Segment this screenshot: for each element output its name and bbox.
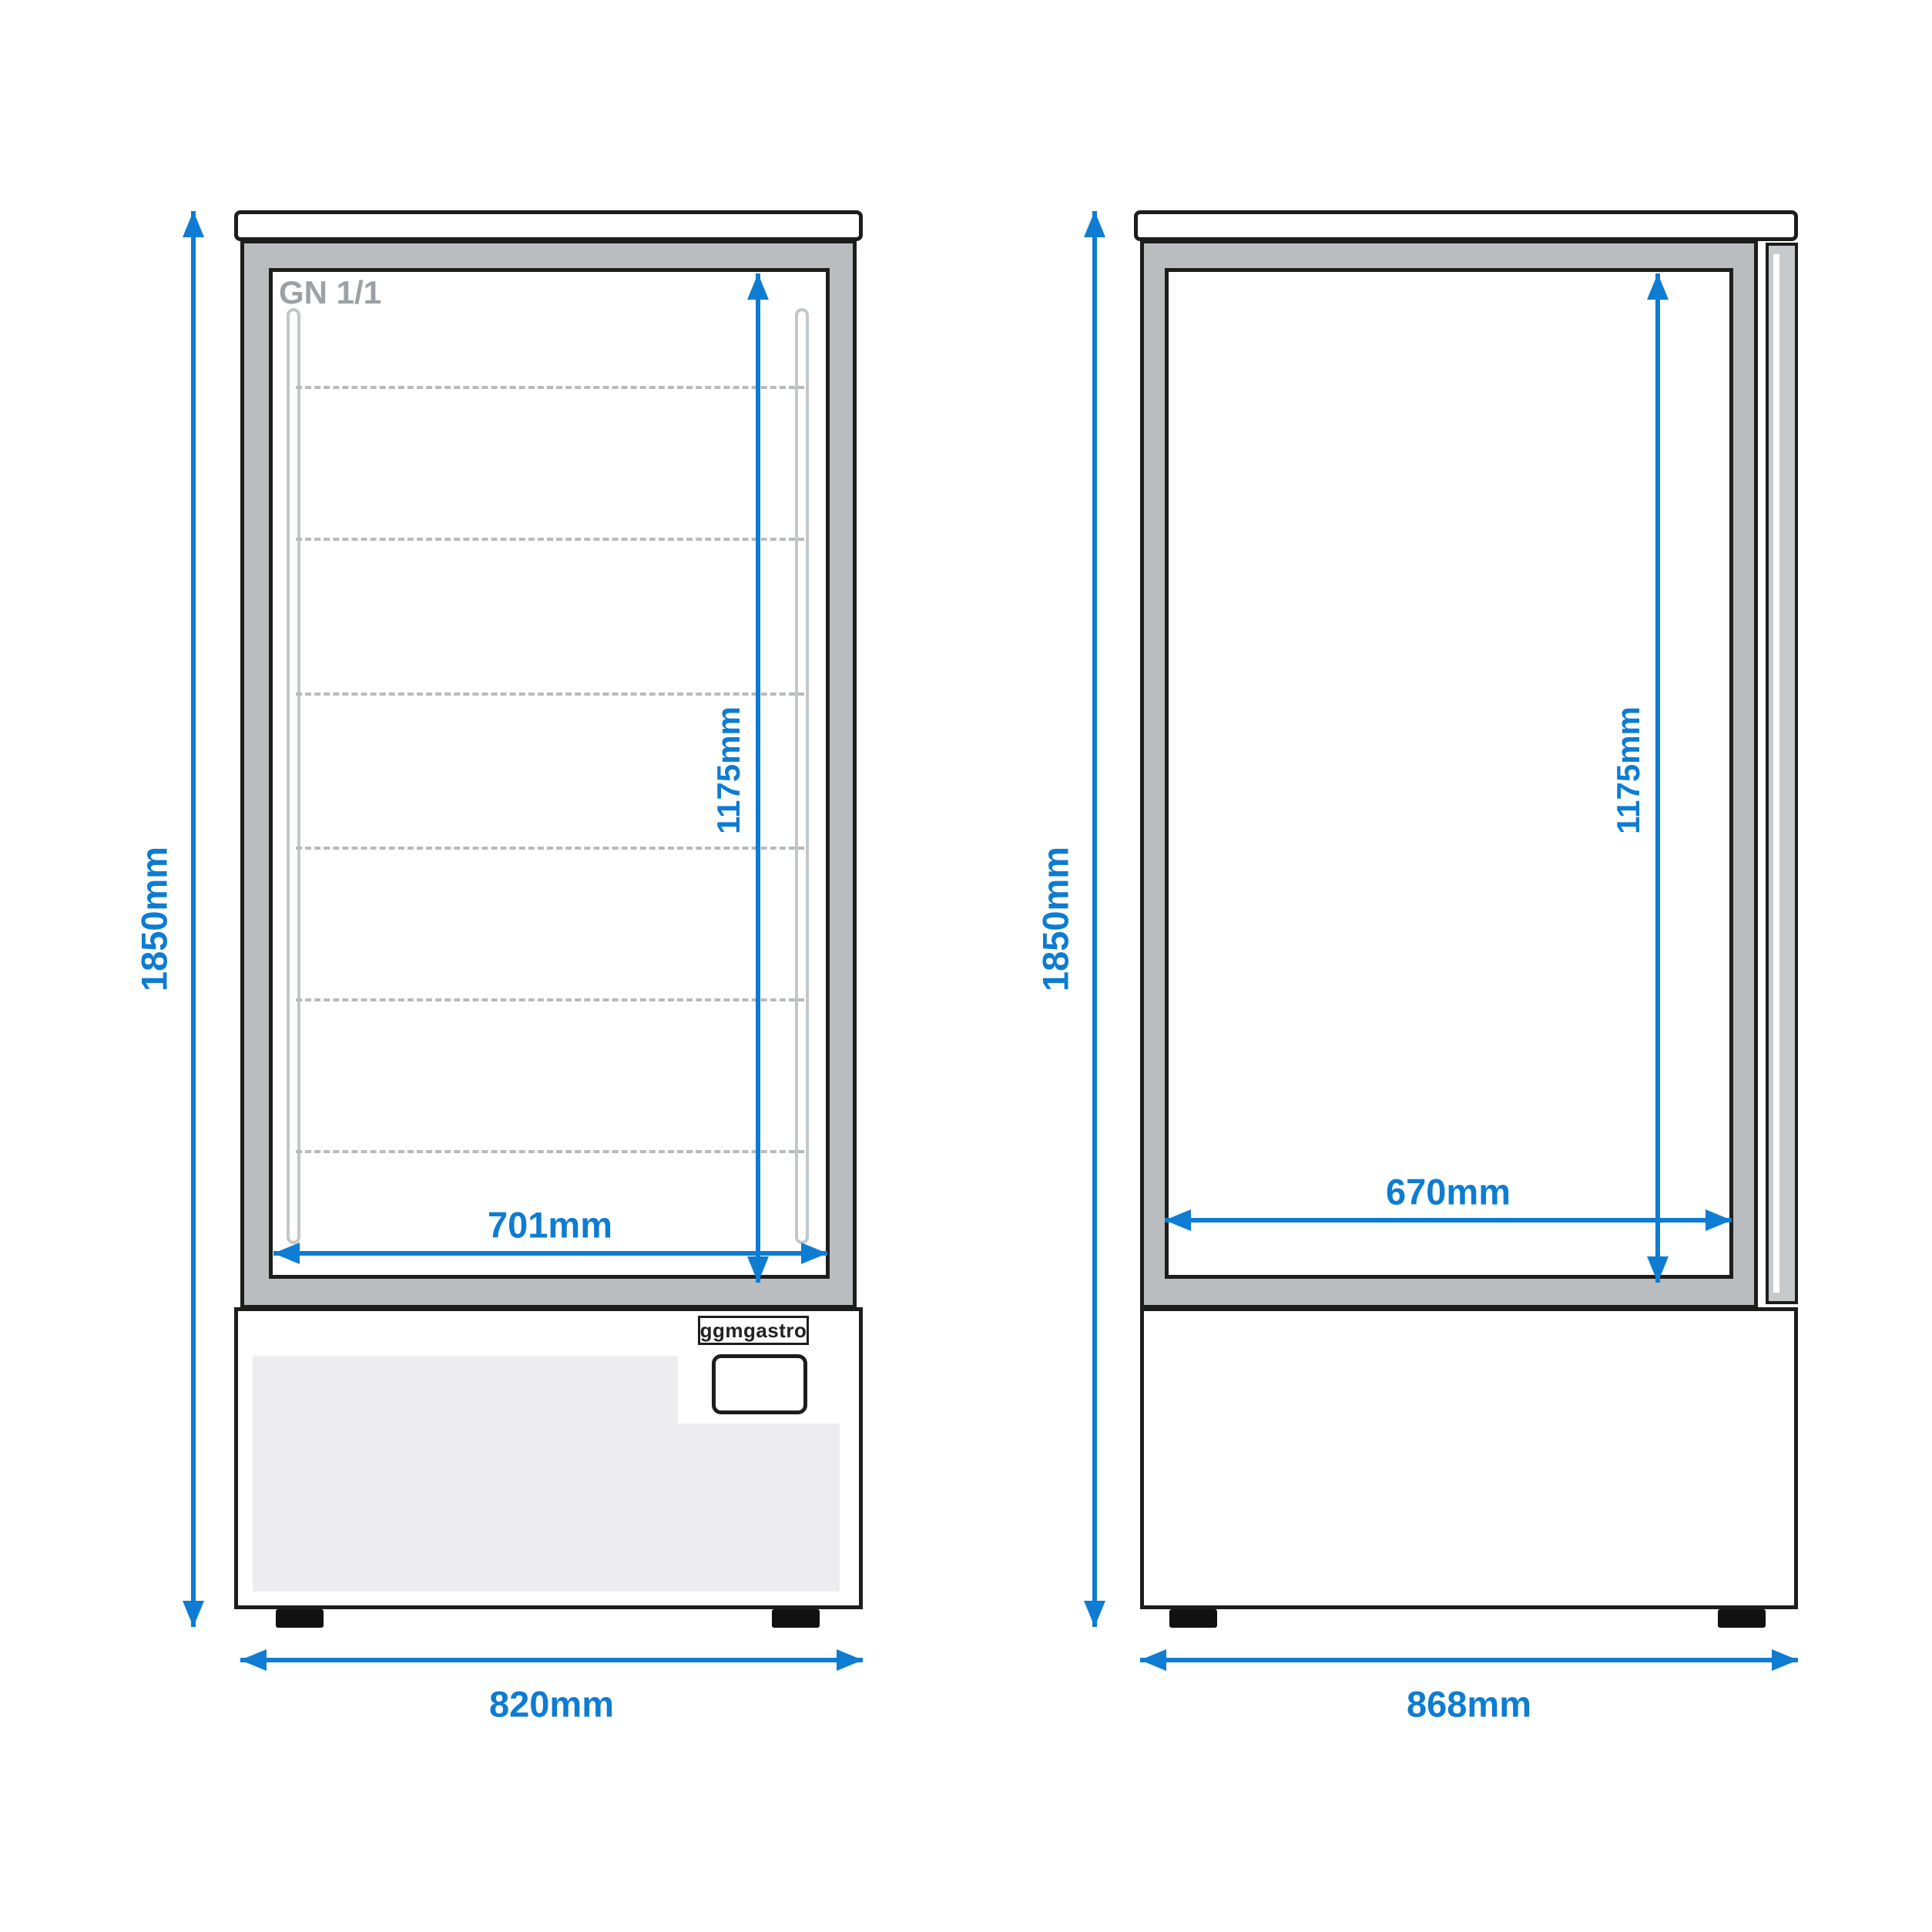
front-overall-width-value: 820mm <box>489 1683 614 1725</box>
front-kick-panel-extension <box>676 1424 840 1592</box>
brand-badge-label: ggmgastro <box>699 1318 807 1342</box>
side-foot-left <box>1169 1609 1217 1628</box>
front-foot-right <box>772 1609 820 1628</box>
side-inner-height-dimension <box>1655 273 1660 1283</box>
gn-size-label: GN 1/1 <box>279 274 382 310</box>
shelf-line <box>296 693 804 696</box>
side-overall-width-dimension <box>1140 1658 1798 1662</box>
side-glass-panel <box>1165 268 1733 1279</box>
front-overall-width-dimension <box>240 1658 863 1662</box>
side-overall-height-dimension <box>1092 211 1097 1627</box>
front-top-lid <box>234 210 863 241</box>
front-inner-height-value: 1175mm <box>710 706 746 834</box>
control-panel <box>712 1354 807 1414</box>
front-overall-width-label: 820mm <box>489 1683 614 1726</box>
shelf-rail-right <box>795 308 809 1244</box>
side-inner-depth-label: 670mm <box>1386 1171 1511 1213</box>
side-base-unit <box>1140 1307 1798 1609</box>
door-handle-strip <box>1766 243 1798 1304</box>
shelf-rail-left <box>287 308 300 1244</box>
shelf-line <box>296 1150 804 1153</box>
door-handle-strip-highlight <box>1773 254 1779 1293</box>
side-overall-width-label: 868mm <box>1407 1683 1531 1726</box>
side-inner-height-value: 1175mm <box>1610 706 1646 834</box>
front-overall-height-value: 1850mm <box>133 846 175 992</box>
side-overall-height-label: 1850mm <box>1035 847 1077 991</box>
front-overall-height-dimension <box>191 211 196 1627</box>
shelf-line <box>296 998 804 1001</box>
front-foot-left <box>276 1609 324 1628</box>
front-kick-panel <box>253 1356 678 1592</box>
side-inner-depth-dimension <box>1165 1218 1732 1223</box>
side-inner-height-label: 1175mm <box>1610 706 1647 834</box>
brand-badge: ggmgastro <box>698 1316 809 1345</box>
front-inner-height-dimension <box>756 273 760 1283</box>
front-overall-height-label: 1850mm <box>133 847 176 991</box>
side-top-lid <box>1134 210 1798 241</box>
shelf-line <box>296 386 804 389</box>
side-foot-right <box>1718 1609 1766 1628</box>
shelf-line <box>296 847 804 850</box>
side-overall-width-value: 868mm <box>1407 1683 1531 1725</box>
side-overall-height-value: 1850mm <box>1035 846 1076 992</box>
side-inner-depth-value: 670mm <box>1386 1171 1511 1213</box>
front-glass-door <box>269 268 830 1279</box>
shelf-line <box>296 538 804 541</box>
front-inner-height-label: 1175mm <box>710 706 747 834</box>
front-inner-width-label: 701mm <box>488 1204 612 1246</box>
front-inner-width-value: 701mm <box>488 1204 612 1246</box>
front-inner-width-dimension <box>273 1251 827 1256</box>
